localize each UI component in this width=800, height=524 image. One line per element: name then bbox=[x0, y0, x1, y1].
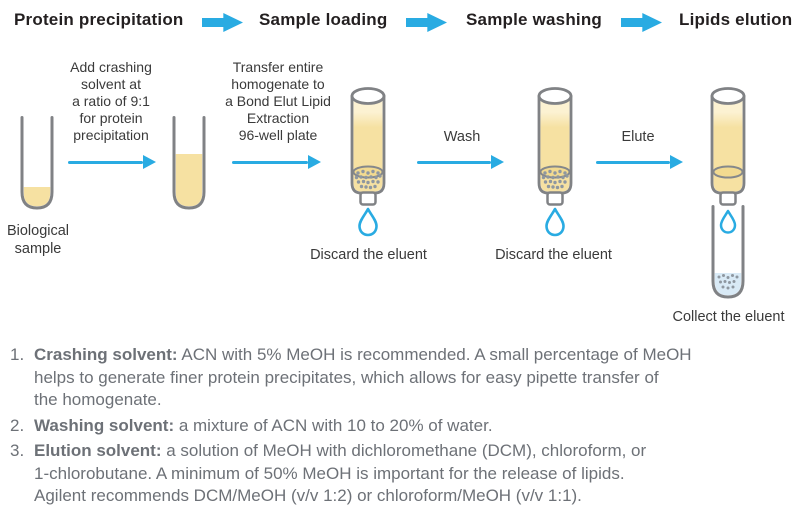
spe-column-elution bbox=[710, 87, 746, 206]
step-arrow-icon bbox=[202, 13, 243, 32]
collection-tube bbox=[711, 205, 745, 299]
note-label: Crashing solvent: bbox=[34, 345, 178, 364]
step-title-sample-washing: Sample washing bbox=[466, 10, 603, 29]
note-body: a mixture of ACN with 10 to 20% of water… bbox=[174, 415, 493, 435]
note-crashing-solvent: Crashing solvent: ACN with 5% MeOH is re… bbox=[34, 344, 788, 412]
sample-liquid bbox=[23, 187, 51, 207]
flow-arrow-icon bbox=[232, 154, 321, 170]
elute-label: Elute bbox=[621, 129, 655, 145]
annotation-add-crashing-solvent: Add crashing solvent at a ratio of 9:1 f… bbox=[70, 59, 152, 143]
sample-liquid bbox=[175, 154, 203, 207]
droplet-icon bbox=[719, 209, 737, 234]
column-opening bbox=[537, 87, 573, 105]
column-tip bbox=[359, 191, 377, 206]
note-number: 3. bbox=[10, 441, 25, 460]
spe-column-loading bbox=[350, 87, 386, 206]
step-title-sample-loading: Sample loading bbox=[259, 10, 388, 29]
note-body: a solution of MeOH with dichloromethane … bbox=[34, 441, 647, 505]
droplet-icon bbox=[545, 207, 565, 237]
list-item: 2. Washing solvent: a mixture of ACN wit… bbox=[10, 415, 788, 438]
tube-outline bbox=[172, 116, 206, 210]
column-opening bbox=[350, 87, 386, 105]
tube-outline bbox=[711, 205, 745, 299]
spe-column-washing bbox=[537, 87, 573, 206]
step-arrow-icon bbox=[621, 13, 662, 32]
note-label: Elution solvent: bbox=[34, 441, 162, 460]
test-tube-homogenate bbox=[172, 116, 206, 210]
discard-eluent-label: Discard the eluent bbox=[495, 247, 612, 263]
eluent-particles bbox=[717, 274, 739, 290]
flow-arrow-icon bbox=[417, 154, 504, 170]
tube-outline bbox=[20, 116, 54, 210]
column-tip bbox=[546, 191, 564, 206]
biological-sample-label: Biological sample bbox=[6, 223, 70, 257]
note-label: Washing solvent: bbox=[34, 415, 175, 435]
collected-eluent-liquid bbox=[714, 273, 742, 296]
wash-label: Wash bbox=[443, 129, 481, 145]
step-title-protein-precipitation: Protein precipitation bbox=[14, 10, 184, 29]
list-item: 1. Crashing solvent: ACN with 5% MeOH is… bbox=[10, 344, 788, 412]
test-tube-biological-sample bbox=[20, 116, 54, 210]
note-number: 2. bbox=[10, 415, 25, 435]
step-title-lipids-elution: Lipids elution bbox=[679, 10, 793, 29]
step-arrow-icon bbox=[406, 13, 447, 32]
collect-eluent-label: Collect the eluent bbox=[672, 309, 785, 325]
column-tip bbox=[719, 191, 737, 206]
flow-arrow-icon bbox=[68, 154, 156, 170]
solvent-notes-list: 1. Crashing solvent: ACN with 5% MeOH is… bbox=[10, 344, 788, 511]
flow-arrow-icon bbox=[596, 154, 683, 170]
list-item: 3. Elution solvent: a solution of MeOH w… bbox=[10, 440, 788, 508]
note-washing-solvent: Washing solvent: a mixture of ACN with 1… bbox=[34, 415, 788, 438]
note-number: 1. bbox=[10, 345, 25, 364]
annotation-transfer-homogenate: Transfer entire homogenate to a Bond Elu… bbox=[225, 59, 331, 143]
note-elution-solvent: Elution solvent: a solution of MeOH with… bbox=[34, 440, 788, 508]
sorbent-particles bbox=[541, 169, 569, 190]
note-body: ACN with 5% MeOH is recommended. A small… bbox=[34, 345, 692, 409]
discard-eluent-label: Discard the eluent bbox=[310, 247, 427, 263]
sorbent-particles bbox=[354, 169, 382, 190]
sorbent-frit bbox=[712, 165, 744, 179]
column-opening bbox=[710, 87, 746, 105]
droplet-icon bbox=[358, 207, 378, 237]
